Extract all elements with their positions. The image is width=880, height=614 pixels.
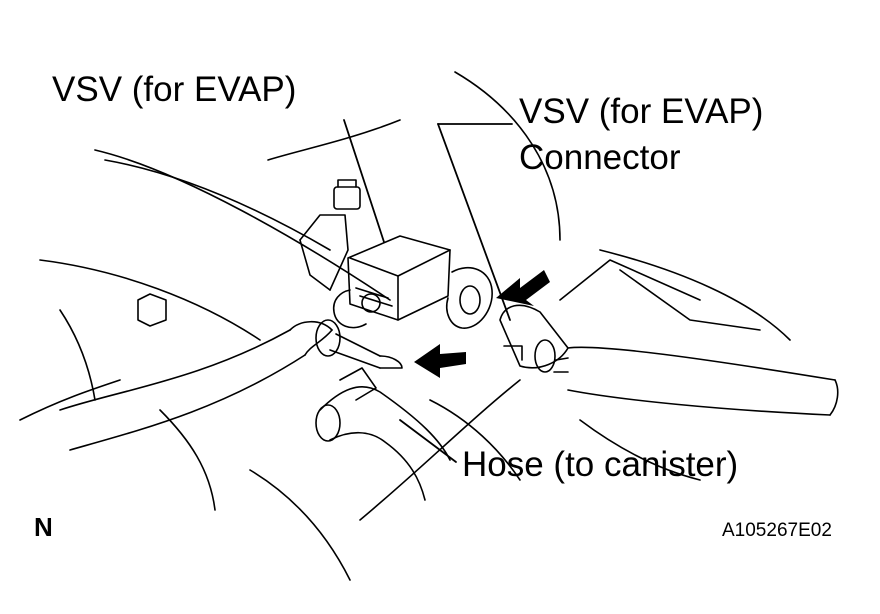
connector-harness	[500, 305, 838, 415]
hose-left	[60, 320, 402, 450]
vsv-label: VSV (for EVAP)	[52, 70, 297, 109]
direction-arrows	[414, 270, 550, 378]
hose-to-canister	[316, 368, 450, 500]
leader-lines	[344, 120, 512, 462]
figure-code: A105267E02	[722, 520, 832, 541]
orientation-marker: N	[34, 512, 53, 542]
mounting-bracket	[138, 180, 360, 326]
vsv-body	[334, 236, 492, 328]
connector-label-line1: VSV (for EVAP)	[519, 92, 764, 131]
background-contours	[20, 72, 790, 580]
connector-label-line2: Connector	[519, 138, 681, 177]
hose-label: Hose (to canister)	[462, 445, 739, 484]
